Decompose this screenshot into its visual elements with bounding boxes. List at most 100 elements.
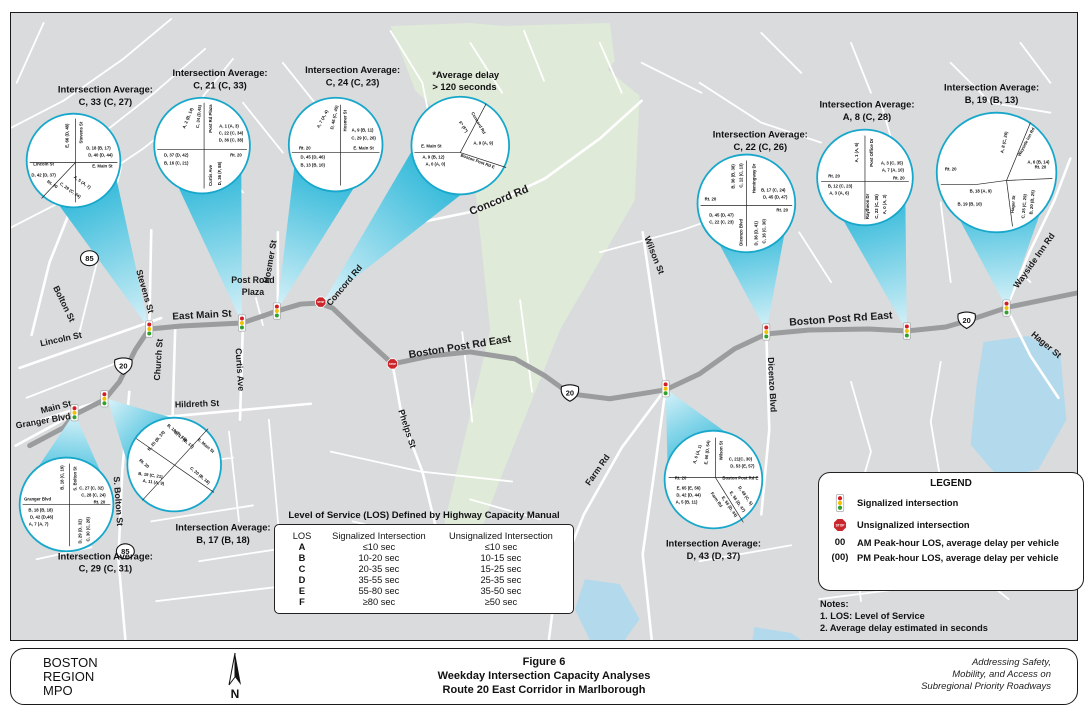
svg-text:D, 43 (D, 37): D, 43 (D, 37) — [687, 551, 741, 561]
callout-value-label: A, 6 (B, 14) — [1027, 160, 1050, 165]
callout-value-label: A, 9 (B, 12) — [422, 155, 445, 160]
callout-circle: Concord RdF* (F*)E. Main StA, 9 (A, 9)Bo… — [410, 95, 511, 196]
callout-value-label: Boston Post Rd E — [722, 476, 758, 481]
callout-value-label: Rt. 20 — [1035, 165, 1047, 170]
callout-value-label: B, 18 (B, 18) — [28, 507, 53, 512]
signal-icon — [238, 314, 246, 332]
program-tagline: Addressing Safety, Mobility, and Access … — [921, 657, 1051, 692]
route-shield-20: 20 — [957, 311, 976, 330]
los-row: F≥80 sec≥50 sec — [299, 596, 518, 607]
callout-value-label: B, 36 (B, 38) — [730, 164, 735, 189]
svg-text:20: 20 — [119, 362, 127, 371]
svg-text:Intersection Average:: Intersection Average: — [819, 100, 914, 110]
callout-value-label: D, 29 (D, 32) — [77, 519, 82, 544]
callout-value-label: A, 6 (A, 1) — [692, 443, 703, 464]
callout-value-label: Rt. 20 — [776, 207, 788, 212]
callout-value-label: Raytheon Dr — [865, 193, 870, 219]
callout-value-label: Rt. 20 — [705, 196, 717, 201]
route-shield-85: 85 — [79, 250, 99, 267]
stop-icon: STOP — [315, 296, 327, 308]
notes-title: Notes: — [820, 599, 849, 609]
figure-title-line: Weekday Intersection Capacity Analyses — [437, 670, 651, 682]
water-area — [574, 335, 1067, 640]
svg-text:Intersection Average:: Intersection Average: — [176, 522, 271, 532]
callout-value-label: D, 37 (D, 42) — [164, 153, 189, 158]
callout-value-label: Rt. 20 — [675, 476, 687, 481]
callout-beam — [843, 203, 907, 331]
north-arrow: N — [228, 652, 241, 701]
svg-text:85: 85 — [121, 547, 129, 556]
callout-title: Intersection Average:D, 43 (D, 37) — [666, 538, 761, 560]
callout-value-label: Stevens St — [78, 121, 83, 143]
legend-symbol: (00) — [831, 552, 849, 563]
svg-text:Intersection Average:: Intersection Average: — [173, 68, 268, 78]
callout-title: Intersection Average:C, 22 (C, 26) — [713, 130, 808, 152]
callout-value-label: E, 66 (D, 48) — [65, 123, 70, 148]
signal-icon — [100, 390, 109, 408]
callout-value-label: C, 28 (C, 24) — [81, 492, 106, 497]
callout-beam — [58, 179, 150, 329]
callout-value-label: A, 11 (A, 9) — [142, 478, 165, 486]
callout-value-label: A, 1 (A, 3) — [219, 124, 239, 129]
callout-value-label: C, 16 (C, 30) — [761, 219, 766, 244]
callout-beam — [107, 398, 172, 463]
callout-value-label: A, 5 (B, 11) — [676, 499, 698, 504]
callout-beam — [38, 412, 101, 473]
svg-text:Intersection Average:: Intersection Average: — [58, 551, 153, 561]
route-shield-20: 20 — [114, 357, 133, 375]
los-definition-panel: Level of Service (LOS) Defined by Highwa… — [274, 510, 574, 614]
footer-bar: BOSTON REGION MPO N Figure 6 Weekday Int… — [10, 648, 1078, 705]
figure-subtitle-line: Route 20 East Corridor in Marlborough — [442, 684, 646, 696]
callout-value-label: A, 0 (A, 0) — [426, 162, 446, 167]
signal-icon — [145, 320, 154, 338]
los-row: A≤10 sec≤10 sec — [298, 541, 518, 552]
callout-value-label: B, 12 (C, 23) — [828, 183, 853, 188]
callout-title: Intersection Average:C, 21 (C, 33) — [173, 68, 268, 90]
callout-value-label: D, 42 (D,46) — [30, 514, 54, 519]
agency-line-2: REGION — [43, 669, 95, 684]
callout-value-label: B, 18 (A, 9) — [970, 188, 993, 193]
svg-text:Intersection Average:: Intersection Average: — [58, 85, 153, 95]
callout-value-label: D, 45 (D, 46) — [301, 155, 326, 160]
street-label: Plaza — [242, 287, 265, 297]
svg-text:Intersection Average:: Intersection Average: — [944, 83, 1039, 93]
callout-value-label: C, 21(C, 30) — [729, 457, 753, 462]
callout-beam — [276, 166, 354, 312]
street-label: Dicenzo Blvd — [766, 357, 779, 412]
callout-value-label: B, 16 (C, 21) — [164, 161, 189, 166]
svg-text:A, 8 (C, 28): A, 8 (C, 28) — [843, 112, 891, 122]
callout-value-label: Rt. 20 — [138, 458, 151, 470]
callout-value-label: Post Rd Plaza — [208, 104, 213, 133]
callout-value-label: B, 13 (B, 10) — [301, 163, 326, 168]
callout-value-label: C, 34 (D,45) — [195, 104, 202, 128]
legend-item-label: Unsignalized intersection — [857, 520, 970, 530]
street-label: Church St — [152, 338, 165, 381]
secondary-roads — [14, 99, 1072, 640]
callout-value-label: B, 19 (B, 10) — [957, 201, 982, 206]
callout-value-label: A, 1 (A, 6) — [854, 142, 859, 162]
callout-value-label: E. Main St — [421, 144, 442, 149]
callout-value-label: Post Office Dr — [869, 138, 874, 167]
callout-value-label: D, 36 (C, 38) — [219, 138, 244, 143]
signal-icon — [835, 494, 845, 512]
street-label: Hildreth St — [175, 398, 220, 410]
svg-text:Intersection Average:: Intersection Average: — [305, 65, 400, 75]
svg-text:20: 20 — [566, 389, 574, 398]
callout-value-label: C, 22 (C, 34) — [219, 131, 244, 136]
callout-value-label: A, 9 (A, 9) — [473, 141, 493, 146]
callout-value-label: C, 12 (C, 13) — [738, 163, 743, 188]
legend-item-label: AM Peak-hour LOS, average delay per vehi… — [857, 537, 1060, 548]
callout-title: Intersection Average:C, 24 (C, 23) — [305, 65, 400, 87]
svg-text:B, 19 (B, 13): B, 19 (B, 13) — [965, 95, 1019, 105]
note-line: 2. Average delay estimated in seconds — [820, 623, 988, 633]
callout-beam — [719, 233, 785, 332]
